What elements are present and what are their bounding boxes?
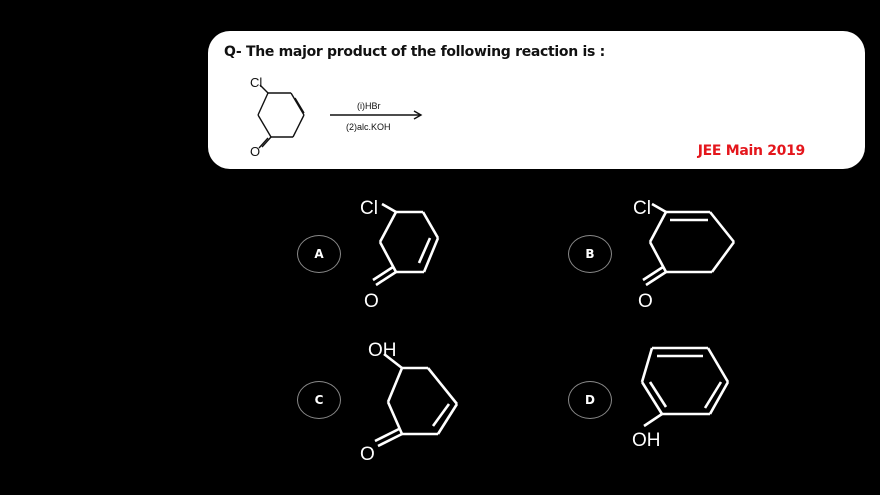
option-a-cl: Cl xyxy=(360,198,378,219)
option-a-o: O xyxy=(364,291,379,312)
option-d-button[interactable]: D xyxy=(568,381,612,419)
option-d-oh: OH xyxy=(632,430,661,451)
option-b-cl: Cl xyxy=(633,198,651,219)
option-c-oh: OH xyxy=(368,340,397,361)
option-a-structure[interactable]: Cl O xyxy=(360,190,470,315)
reactant-o-label: O xyxy=(250,144,260,159)
exam-tag: JEE Main 2019 xyxy=(697,143,806,159)
reagent-step2: (2)alc.KOH xyxy=(346,122,391,132)
option-b-o: O xyxy=(638,291,653,312)
option-a-label: A xyxy=(314,247,324,261)
reactant-cl-label: Cl xyxy=(250,75,262,90)
option-a-button[interactable]: A xyxy=(297,235,341,273)
option-d-structure[interactable]: OH xyxy=(630,334,740,459)
option-d-label: D xyxy=(585,393,595,407)
option-b-button[interactable]: B xyxy=(568,235,612,273)
reagent-step1: (i)HBr xyxy=(357,101,381,111)
option-b-label: B xyxy=(585,247,595,261)
option-b-structure[interactable]: Cl O xyxy=(630,190,740,315)
reactant-structure: Cl O (i)HBr (2)alc.KOH xyxy=(250,75,423,159)
option-c-button[interactable]: C xyxy=(297,381,341,419)
question-card: Q- The major product of the following re… xyxy=(208,31,865,169)
option-c-structure[interactable]: OH O xyxy=(360,334,470,465)
question-text: Q- The major product of the following re… xyxy=(224,44,605,60)
option-c-label: C xyxy=(314,393,324,407)
option-c-o: O xyxy=(360,444,375,465)
